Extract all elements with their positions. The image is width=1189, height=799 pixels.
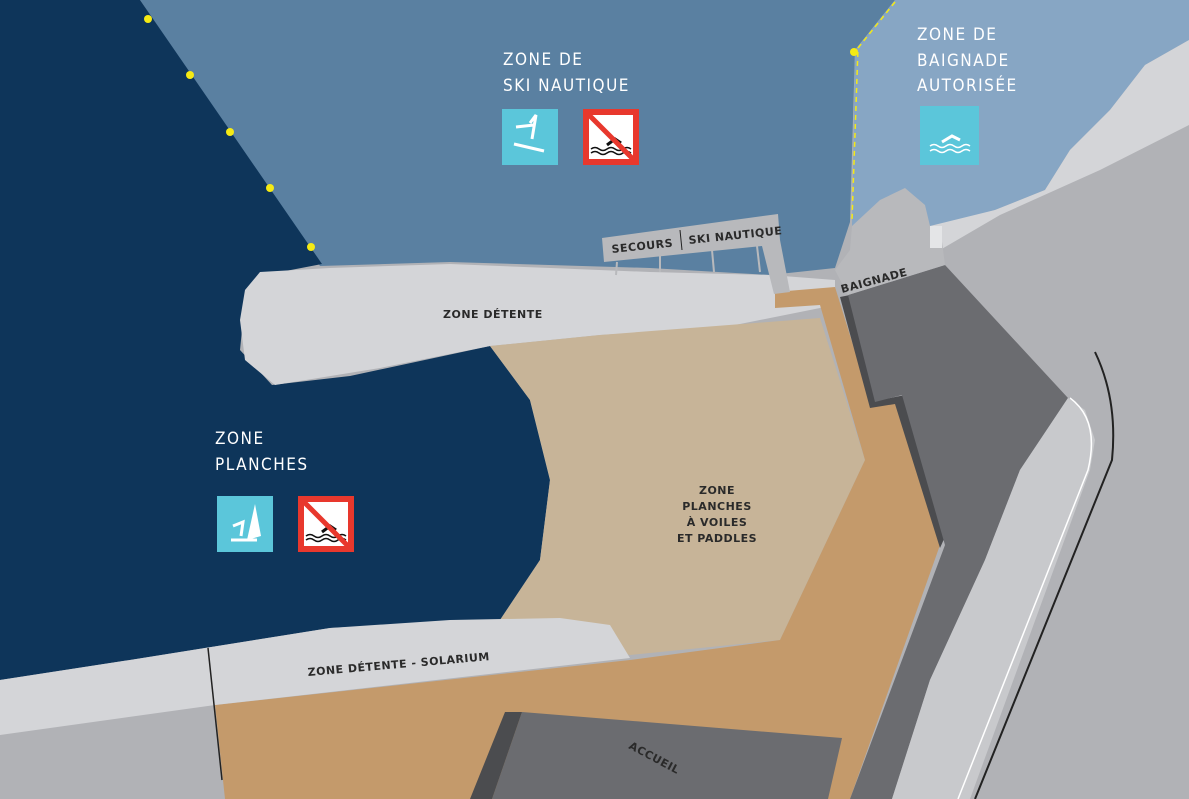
building-east-top <box>848 265 1068 799</box>
swim-boundary-line <box>851 1 896 221</box>
planches-zone-water <box>0 0 550 680</box>
platform-step <box>930 226 942 248</box>
zone-detente-beach <box>240 264 835 385</box>
road-edge <box>974 351 1115 799</box>
path-edge <box>957 397 1093 799</box>
buoy-line <box>144 15 858 251</box>
dock-pylons <box>615 245 761 276</box>
solarium-beach <box>0 618 630 735</box>
accueil-building-side <box>470 712 522 799</box>
accueil-building <box>492 712 842 799</box>
tan-walkway <box>215 287 940 799</box>
water-ski-icon <box>502 109 558 165</box>
dock <box>602 214 790 294</box>
dock-secours-label: SECOURS <box>611 237 674 256</box>
sand-zone <box>490 318 865 655</box>
dock-divider <box>679 229 683 251</box>
no-swimming-icon <box>298 496 354 552</box>
no-swimming-icon <box>583 109 639 165</box>
windsurf-icon <box>217 496 273 552</box>
baignade-platform <box>835 188 945 295</box>
boundary-line <box>207 647 223 781</box>
shore-right <box>930 40 1189 250</box>
promenade <box>892 398 1095 799</box>
swim-zone-water <box>852 0 1189 226</box>
detente-label: ZONE DÉTENTE <box>443 308 543 321</box>
swimming-icon <box>920 106 979 165</box>
